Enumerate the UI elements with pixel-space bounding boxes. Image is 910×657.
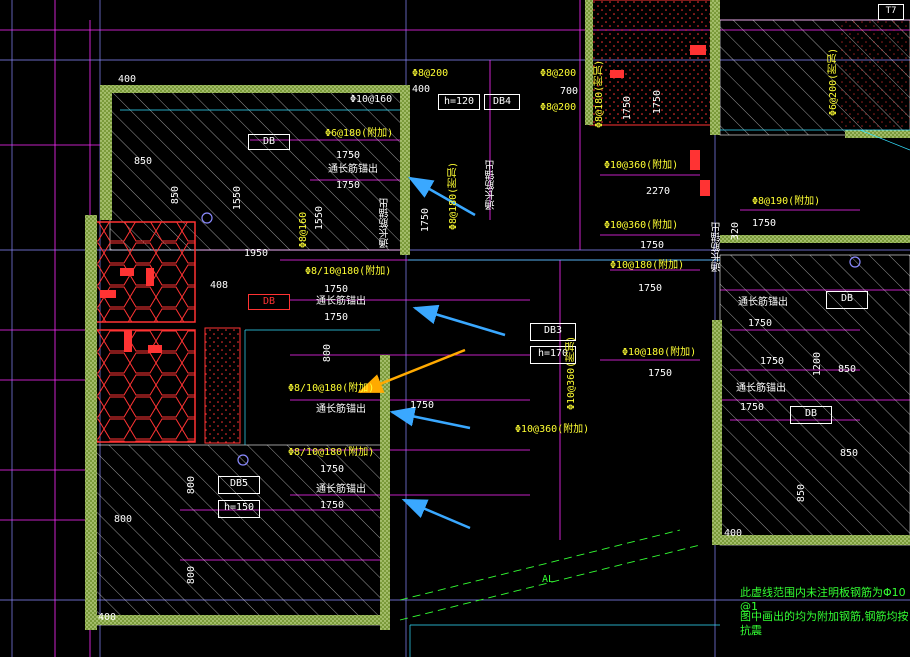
dim-label: 850	[170, 186, 181, 205]
rebar-label: Φ8@160	[298, 211, 309, 248]
dim-label: 1200	[812, 352, 823, 377]
dim-label: 850	[796, 484, 807, 503]
column-markers	[100, 45, 710, 353]
cyan-lines	[120, 109, 910, 657]
walls	[85, 0, 910, 630]
dim-label: 1750	[652, 90, 663, 115]
dim-label: 850	[838, 364, 857, 375]
rebar-label: Φ10@180(附加)	[610, 260, 685, 271]
dim-label: 2270	[646, 186, 671, 197]
slab-thickness-h150: h=150	[218, 500, 260, 518]
rebar-label: Φ8@200	[412, 68, 449, 79]
dim-label: 400	[98, 612, 117, 623]
dim-label: 408	[210, 280, 229, 291]
shaft-dots	[204, 327, 241, 444]
slab-tag-db4: DB4	[484, 94, 520, 110]
rebar-label: Φ6@200(附加)	[828, 47, 839, 116]
dim-label: 1750	[320, 500, 345, 511]
column-circles	[201, 212, 861, 466]
rebar-label: Φ10@180(附加)	[622, 347, 697, 358]
ends-label: 通长筋锚出	[316, 404, 366, 415]
dim-label: 400	[724, 528, 743, 539]
rebar-label: Φ8@200	[540, 68, 577, 79]
dim-label: 400	[118, 74, 137, 85]
dim-label: 1750	[420, 208, 431, 233]
dim-label: 400	[412, 84, 431, 95]
rebar-label: Φ10@160	[350, 94, 393, 105]
ends-label: 通长筋锚出	[712, 222, 723, 272]
slab-tag-db5: DB5	[218, 476, 260, 494]
rebar-label: Φ10@360(附加)	[604, 220, 679, 231]
rebar-label: Φ8/10@180(附加)	[305, 266, 392, 277]
dim-label: 1750	[740, 402, 765, 413]
rebar-label: Φ10@360(附加)	[604, 160, 679, 171]
dim-label: 1750	[324, 312, 349, 323]
dim-label: 1550	[232, 186, 243, 211]
rebar-label: Φ10@360(附加)	[515, 424, 590, 435]
rebar-label: Φ8@190(附加)	[752, 196, 821, 207]
ends-label: 通长筋锚出	[736, 383, 786, 394]
axis-al-dashed-2	[399, 529, 681, 601]
axis-label-al: AL	[542, 574, 555, 585]
sheet-corner-tag: T7	[878, 4, 904, 20]
rebar-label: Φ8/10@180(附加)	[288, 383, 375, 394]
dim-label: 1750	[622, 96, 633, 121]
dim-label: 1750	[640, 240, 665, 251]
slab-thickness-h120: h=120	[438, 94, 480, 110]
dim-label: 1950	[244, 248, 269, 259]
slab-tag-db-right2: DB	[790, 406, 832, 424]
dim-label: 1750	[410, 400, 435, 411]
shaft-hex-2	[94, 329, 196, 443]
dim-label: 800	[322, 344, 333, 363]
note-line-2: 图中画出的均为附加钢筋,钢筋均按抗震	[740, 610, 909, 637]
shaft-hex-1	[94, 221, 196, 323]
dim-label: 1750	[336, 150, 361, 161]
dim-label: 700	[560, 86, 579, 97]
dim-label: 1750	[752, 218, 777, 229]
dim-label: 1750	[760, 356, 785, 367]
rebar-label: Φ8@180(附加)	[448, 161, 459, 230]
dim-label: 1750	[336, 180, 361, 191]
dim-label: 1550	[314, 206, 325, 231]
dim-label: 320	[730, 222, 741, 241]
dim-label: 1750	[320, 464, 345, 475]
ends-label: 通长筋锚出	[316, 484, 366, 495]
ends-label: 通长筋锚出	[380, 198, 391, 248]
rebar-label: Φ6@180(附加)	[325, 128, 394, 139]
ends-label: 通长筋锚出	[738, 297, 788, 308]
dim-label: 1750	[638, 283, 663, 294]
slab-left-bottom	[94, 444, 386, 626]
slab-tag-db-top: DB	[248, 134, 290, 150]
dim-label: 1750	[648, 368, 673, 379]
ends-label: 通长筋锚出	[328, 164, 378, 175]
slab-thickness-h170: h=170	[530, 346, 576, 364]
dim-label: 850	[134, 156, 153, 167]
dim-label: 800	[186, 566, 197, 585]
dim-label: 850	[840, 448, 859, 459]
dim-label: 800	[186, 476, 197, 495]
note-line-1: 此虚线范围内未注明板钢筋为Φ10 @1	[740, 586, 906, 613]
slab-tag-db-red: DB	[248, 294, 290, 310]
rebar-label: Φ8@200	[540, 102, 577, 113]
slab-right-mid	[719, 254, 910, 546]
rebar-label: Φ8/10@180(附加)	[288, 447, 375, 458]
ends-label: 通长筋锚出	[486, 160, 497, 210]
rebar-label: Φ8@180(附加)	[594, 59, 605, 128]
dim-label: 1750	[748, 318, 773, 329]
dim-label: 1750	[324, 284, 349, 295]
dim-label: 800	[114, 514, 133, 525]
slab-tag-db3: DB3	[530, 323, 576, 341]
ends-label: 通长筋锚出	[316, 296, 366, 307]
slab-tag-db-right: DB	[826, 291, 868, 309]
annotation-arrows	[357, 176, 506, 530]
slab-right-corner	[840, 20, 910, 130]
rebar-label: Φ10@360(附加)	[566, 335, 577, 410]
